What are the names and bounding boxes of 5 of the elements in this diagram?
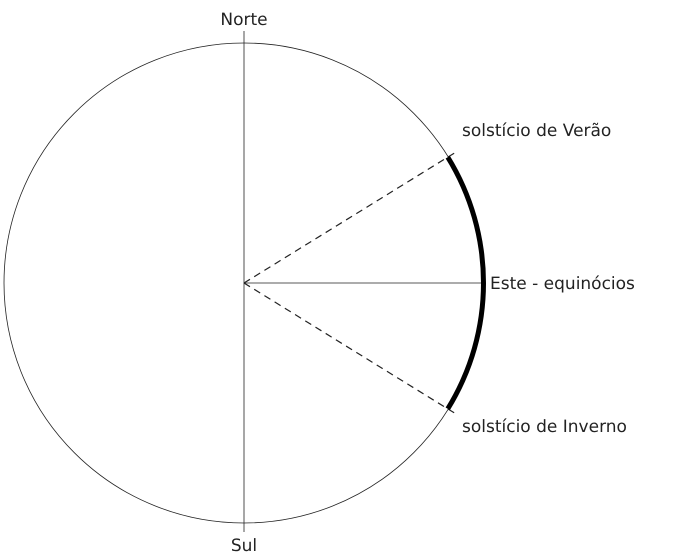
direction-label: Norte bbox=[220, 10, 268, 30]
direction-label: Sul bbox=[230, 536, 258, 556]
position-label: Este - equinócios bbox=[490, 274, 635, 294]
position-label: solstício de Inverno bbox=[462, 417, 627, 437]
position-label: solstício de Verão bbox=[462, 121, 612, 141]
